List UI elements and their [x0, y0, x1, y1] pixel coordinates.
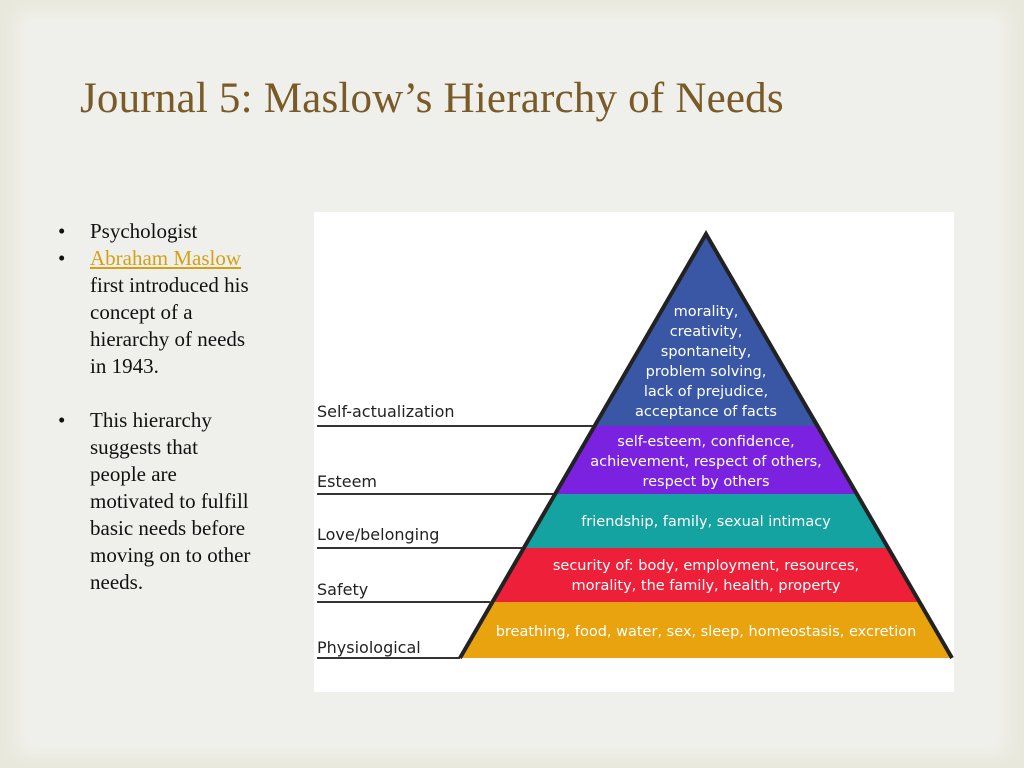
maslow-pyramid-diagram: Self-actualization Esteem Love/belonging… [314, 212, 954, 692]
bullet-dot-icon: • [58, 408, 66, 432]
bullet-text: first introduced his concept of a hierar… [90, 273, 249, 378]
physiological-text-line: breathing, food, water, sex, sleep, home… [496, 624, 917, 640]
bullet-text: Psychologist [90, 219, 198, 243]
label-self-actualization: Self-actualization [317, 402, 455, 421]
bullet-dot-icon: • [58, 246, 66, 270]
band-self-actualization [594, 234, 820, 426]
pyramid-svg: Self-actualization Esteem Love/belonging… [317, 230, 954, 660]
slide-title: Journal 5: Maslow’s Hierarchy of Needs [80, 75, 784, 122]
label-physiological: Physiological [317, 638, 421, 657]
self-actualization-text-line: problem solving, [646, 364, 767, 380]
label-esteem: Esteem [317, 472, 377, 491]
safety-text-line: morality, the family, health, property [572, 578, 841, 594]
bullet-dot-icon: • [58, 219, 66, 243]
band-safety [490, 548, 918, 602]
band-esteem [556, 426, 858, 494]
label-safety: Safety [317, 580, 368, 599]
label-love-belonging: Love/belonging [317, 525, 439, 544]
bullet-text: This hierarchy suggests that people are … [90, 408, 251, 594]
abraham-maslow-link[interactable]: Abraham Maslow [90, 246, 242, 270]
self-actualization-text-line: spontaneity, [661, 344, 751, 360]
love-belonging-text-line: friendship, family, sexual intimacy [581, 514, 831, 530]
bullet-item: • Psychologist [56, 218, 256, 245]
self-actualization-text-line: morality, [674, 304, 739, 320]
esteem-text-line: achievement, respect of others, [590, 454, 822, 470]
self-actualization-text-line: lack of prejudice, [644, 384, 768, 400]
bullet-item: • This hierarchy suggests that people ar… [56, 407, 256, 596]
self-actualization-text-line: creativity, [670, 324, 743, 340]
esteem-text-line: respect by others [642, 474, 769, 490]
band-love-belonging [526, 494, 890, 548]
pyramid-outline [458, 230, 954, 660]
bullet-list: • Psychologist • Abraham Maslow first in… [56, 218, 256, 596]
safety-text-line: security of: body, employment, resources… [553, 558, 859, 574]
band-physiological [460, 602, 952, 658]
self-actualization-text-line: acceptance of facts [635, 404, 777, 420]
esteem-text-line: self-esteem, confidence, [617, 434, 794, 450]
bullet-item: • Abraham Maslow first introduced his co… [56, 245, 256, 380]
